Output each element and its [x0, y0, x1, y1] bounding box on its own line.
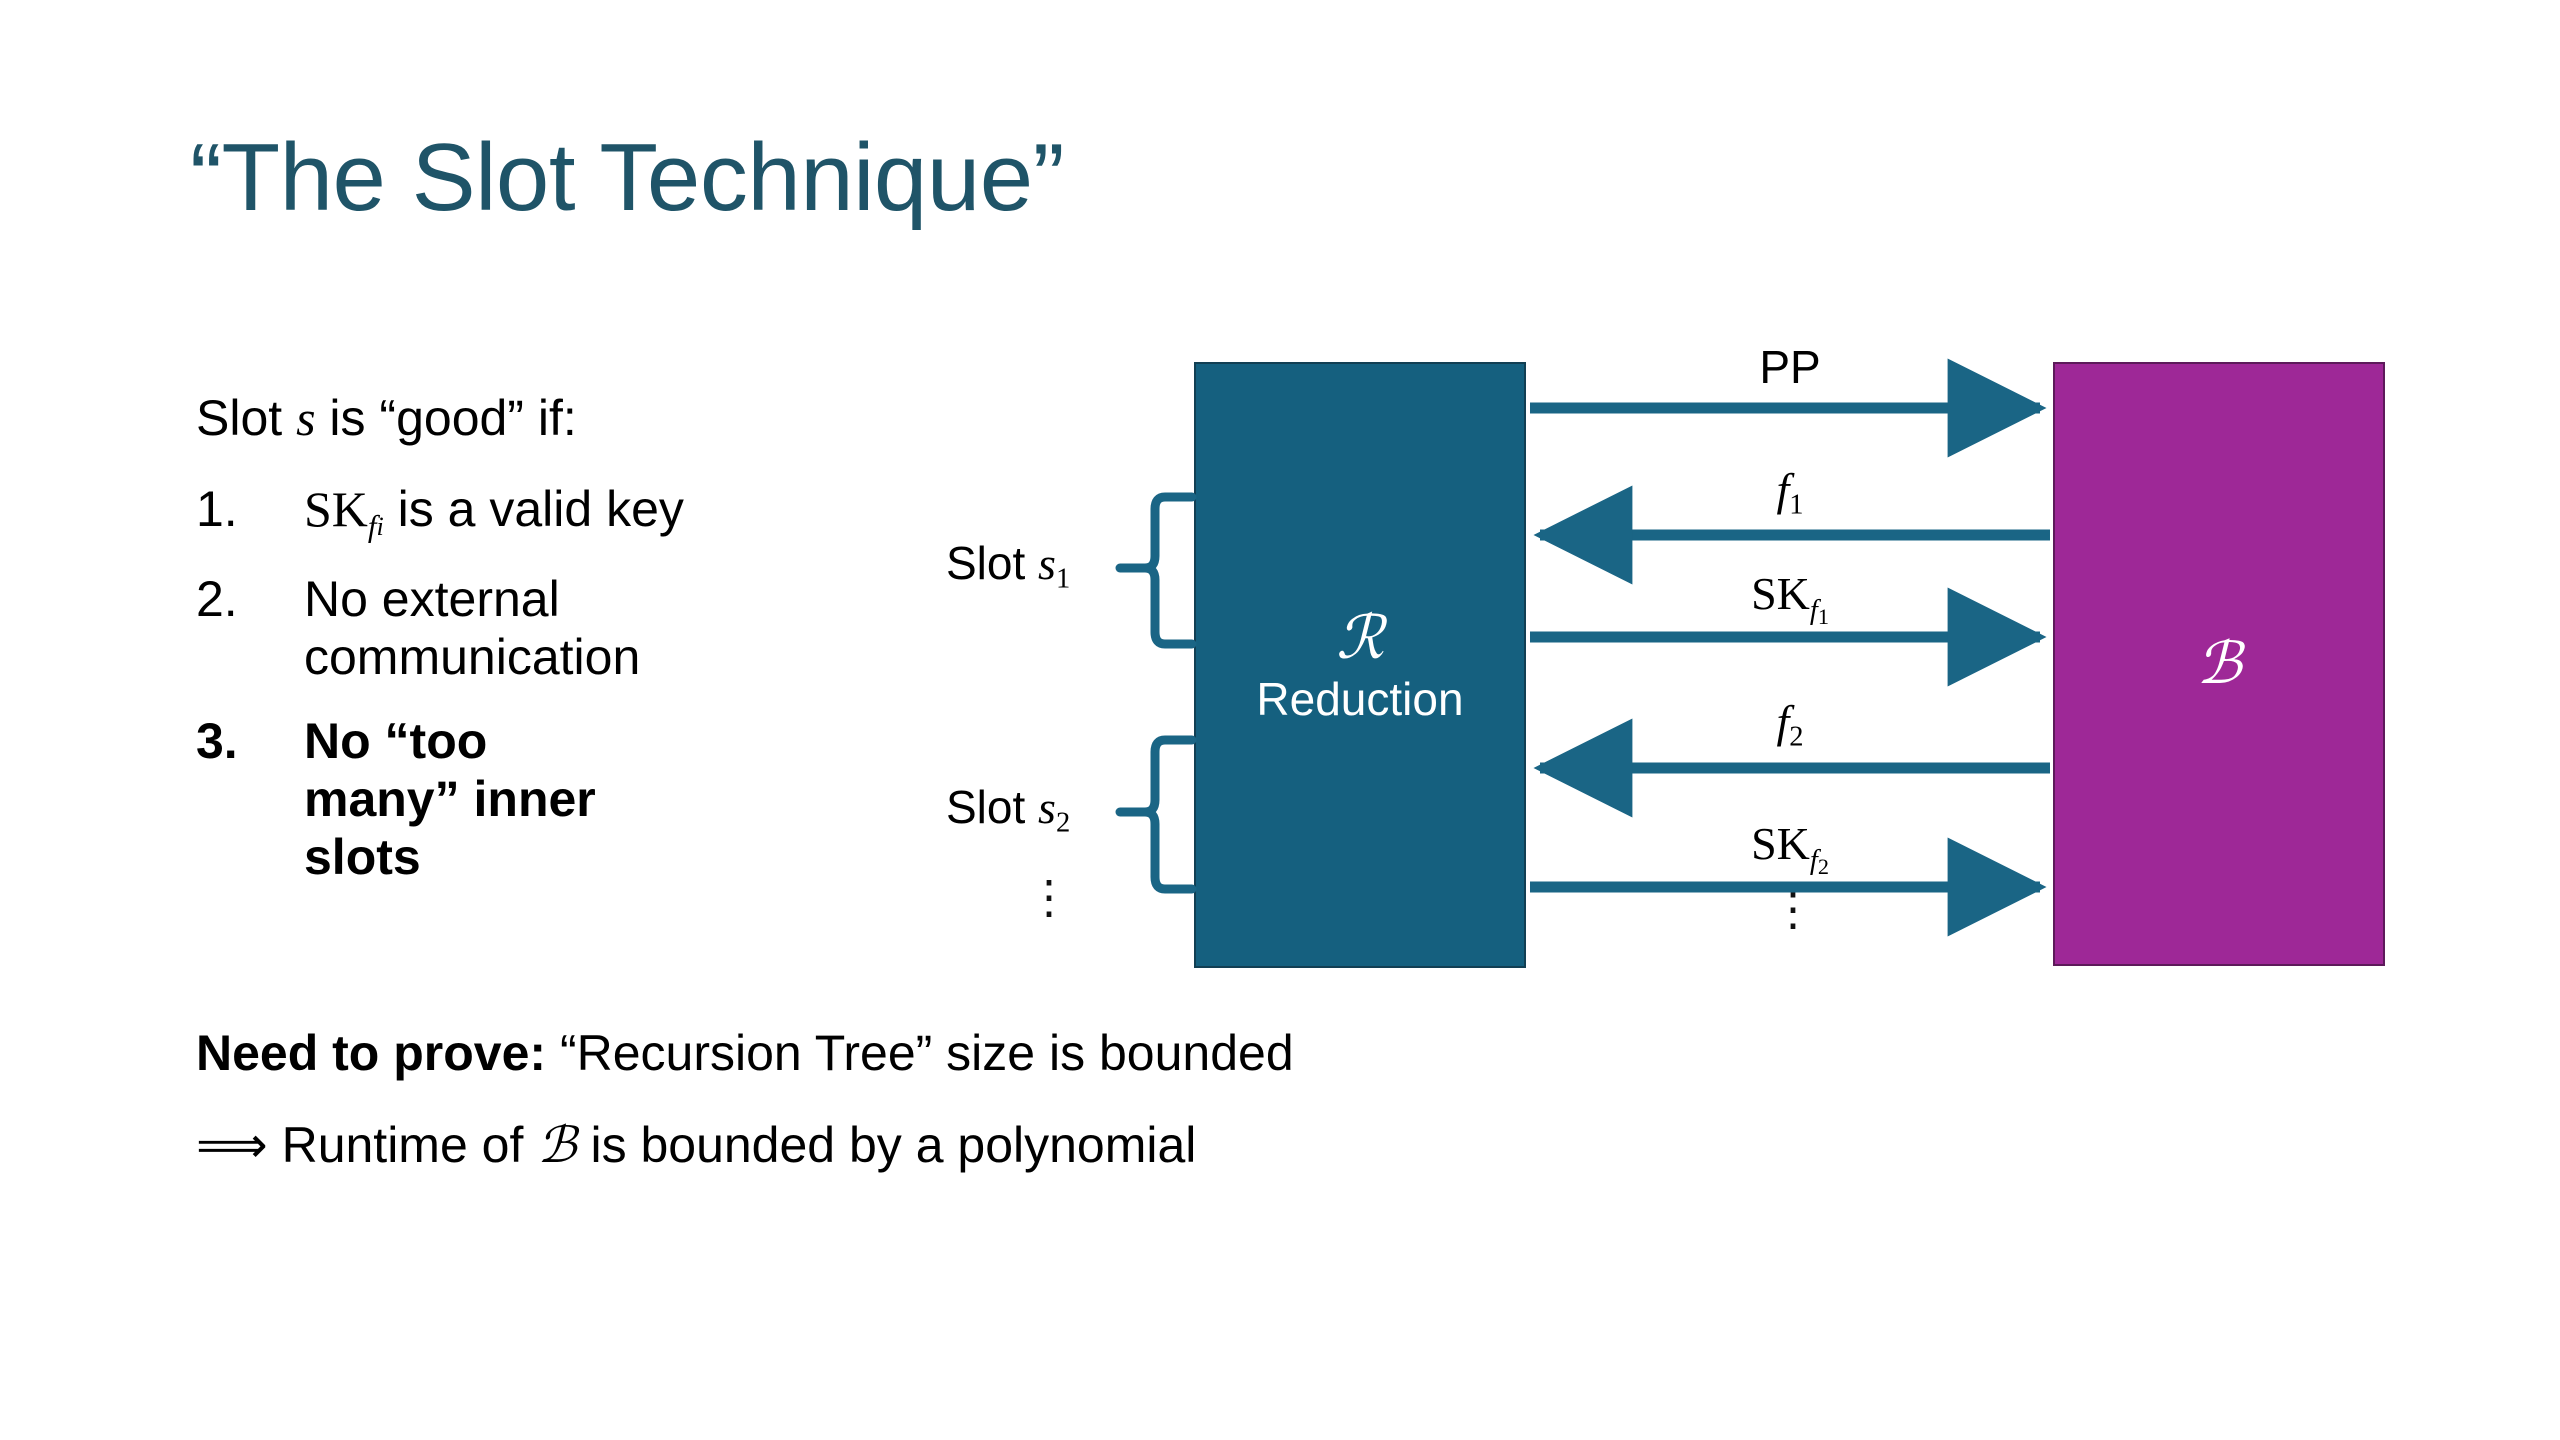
list-item-label: No external communication: [304, 571, 641, 686]
implies-line: ⟹ Runtime of ℬ is bounded by a polynomia…: [196, 1120, 1294, 1170]
message-label-pp: PP: [1759, 340, 1820, 394]
message-label-sk-f2-text: SK: [1751, 818, 1810, 869]
need-to-prove-line: Need to prove: “Recursion Tree” size is …: [196, 1028, 1294, 1078]
slot-label-1-prefix: Slot: [946, 537, 1039, 589]
lead-in-prefix: Slot: [196, 390, 297, 446]
message-label-f2: f2: [1776, 694, 1803, 754]
implies-after: is bounded by a polynomial: [576, 1117, 1197, 1173]
list-item: 2. No external communication: [196, 570, 796, 686]
implies-before: Runtime of: [267, 1117, 538, 1173]
message-label-f1: f1: [1776, 462, 1803, 522]
message-label-sk-f2-index: f2: [1809, 844, 1829, 879]
list-item-label: SKfi is a valid key: [304, 480, 796, 544]
list-item: 1. SKfi is a valid key: [196, 480, 796, 544]
adversary-box[interactable]: ℬ: [2053, 362, 2385, 966]
lead-in-variable: s: [296, 390, 316, 446]
slot-label-1: Slot s1: [946, 536, 1070, 596]
message-label-sk-f1-index: f1: [1809, 594, 1829, 629]
lead-in-suffix: is “good” if:: [315, 390, 577, 446]
page-title: “The Slot Technique”: [190, 124, 1065, 231]
slot-label-1-index: 1: [1055, 563, 1071, 595]
reduction-symbol: ℛ: [1336, 605, 1384, 671]
list-item-number: 2.: [196, 571, 238, 628]
sk-subscript-i: i: [376, 511, 384, 541]
slot-label-2: Slot s2: [946, 780, 1070, 840]
bottom-text-block: Need to prove: “Recursion Tree” size is …: [196, 1028, 1294, 1170]
conditions-list: 1. SKfi is a valid key 2. No external co…: [196, 480, 796, 912]
list-item-number: 3.: [196, 713, 238, 770]
implies-arrow-icon: ⟹: [196, 1117, 268, 1173]
message-label-f1-index: 1: [1789, 489, 1804, 521]
message-vertical-dots-icon: ⋮: [1770, 884, 1816, 935]
lead-in-text: Slot s is “good” if:: [196, 392, 577, 445]
slot-vertical-dots-icon: ⋮: [1026, 872, 1072, 923]
sk-subscript-f: f: [367, 508, 377, 544]
brace-slot-1: [1115, 492, 1197, 649]
slot-label-2-prefix: Slot: [946, 781, 1039, 833]
message-label-pp-text: PP: [1759, 341, 1821, 393]
message-label-f2-text: f: [1776, 696, 1790, 747]
sk-text: SK: [304, 481, 368, 537]
slot-label-1-variable: s: [1038, 538, 1056, 589]
need-to-prove-rest: “Recursion Tree” size is bounded: [546, 1025, 1294, 1081]
slot-label-2-index: 2: [1055, 807, 1071, 839]
message-label-f1-text: f: [1776, 464, 1790, 515]
reduction-label: Reduction: [1256, 673, 1464, 725]
list-item-tail: is a valid key: [383, 481, 684, 537]
list-item-number: 1.: [196, 481, 238, 537]
message-label-f2-index: 2: [1789, 721, 1804, 753]
need-to-prove-lead: Need to prove:: [196, 1025, 547, 1081]
reduction-box[interactable]: ℛ Reduction: [1194, 362, 1526, 968]
list-item: 3. No “too many” inner slots: [196, 712, 796, 886]
adversary-symbol-inline: ℬ: [537, 1117, 577, 1173]
brace-slot-2: [1115, 735, 1197, 894]
adversary-symbol: ℬ: [2196, 631, 2242, 696]
message-label-sk-f2: SKf2: [1751, 816, 1829, 880]
message-label-sk-f1-text: SK: [1751, 568, 1810, 619]
message-label-sk-f1: SKf1: [1751, 566, 1829, 630]
slot-label-2-variable: s: [1038, 782, 1056, 833]
list-item-label: No “too many” inner slots: [304, 713, 596, 886]
